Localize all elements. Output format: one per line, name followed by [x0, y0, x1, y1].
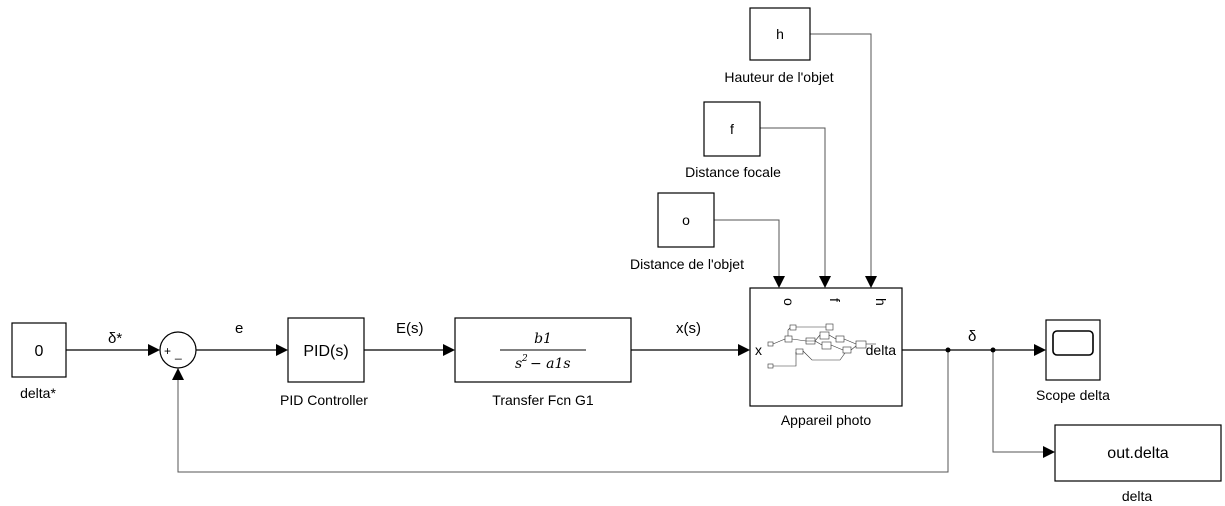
- constant-o-value: o: [682, 212, 690, 228]
- sum-block[interactable]: + _: [159, 331, 197, 369]
- transfer-fcn-label: Transfer Fcn G1: [492, 392, 594, 408]
- arrow-pid-in: [276, 344, 288, 356]
- to-workspace-value: out.delta: [1107, 445, 1168, 462]
- scope-label: Scope delta: [1036, 387, 1110, 403]
- arrow-camera-in: [738, 344, 750, 356]
- signal-label-e: e: [235, 320, 243, 337]
- branch-point-feedback: [945, 347, 951, 353]
- sum-minus-sign: _: [174, 346, 182, 360]
- constant-h-label: Hauteur de l'objet: [724, 69, 833, 85]
- transfer-fcn-numerator: b1: [534, 331, 552, 347]
- transfer-fcn-denominator-s: s: [515, 356, 522, 372]
- subsystem-port-h: h: [873, 298, 889, 306]
- subsystem-port-x: x: [755, 342, 762, 358]
- constant-delta-star-block[interactable]: 0: [11, 322, 67, 378]
- wire-h-camera: [810, 33, 872, 276]
- scope-screen-icon: [1052, 330, 1094, 356]
- pid-controller-block[interactable]: PID(s): [287, 317, 365, 383]
- scope-block[interactable]: [1045, 319, 1101, 381]
- pid-controller-text: PID(s): [303, 343, 348, 360]
- constant-delta-star-value: 0: [35, 343, 44, 360]
- transfer-fcn-denominator-exp: 2: [521, 354, 528, 364]
- arrow-workspace-in: [1043, 446, 1055, 458]
- appareil-photo-label: Appareil photo: [781, 412, 872, 428]
- constant-h-block[interactable]: h: [749, 7, 811, 61]
- to-workspace-label: delta: [1122, 488, 1153, 504]
- wire-o-camera: [714, 219, 780, 276]
- subsystem-port-f: f: [827, 298, 843, 302]
- transfer-fcn-block[interactable]: b1 s 2 − a1s: [454, 317, 632, 383]
- arrow-tf-in: [443, 344, 455, 356]
- arrow-camera-f: [819, 276, 831, 288]
- wire-branch-workspace: [992, 350, 1043, 453]
- transfer-fcn-denominator-rest: − a1s: [530, 356, 571, 372]
- constant-o-block[interactable]: o: [657, 192, 715, 248]
- arrow-scope-in: [1034, 344, 1046, 356]
- signal-label-E: E(s): [396, 320, 424, 337]
- wires: [66, 33, 1055, 473]
- branch-point-workspace: [990, 347, 996, 353]
- pid-controller-label: PID Controller: [280, 392, 368, 408]
- sum-plus-sign: +: [164, 344, 171, 358]
- arrow-camera-o: [773, 276, 785, 288]
- subsystem-preview-icon: [767, 323, 876, 369]
- wire-f-camera: [760, 127, 826, 276]
- constant-f-block[interactable]: f: [703, 101, 761, 157]
- appareil-photo-subsystem[interactable]: x delta o f h: [749, 287, 903, 407]
- signal-label-x: x(s): [676, 320, 701, 337]
- arrow-sum-feedback: [172, 368, 184, 380]
- to-workspace-block[interactable]: out.delta: [1054, 424, 1222, 482]
- wire-feedback: [177, 350, 949, 473]
- signal-label-delta-star: δ*: [108, 330, 122, 347]
- subsystem-port-delta: delta: [866, 342, 897, 358]
- subsystem-port-o: o: [781, 298, 797, 306]
- constant-f-value: f: [730, 121, 734, 137]
- constant-delta-star-label: delta*: [20, 385, 56, 401]
- constant-f-label: Distance focale: [685, 164, 781, 180]
- constant-h-value: h: [776, 26, 784, 42]
- arrow-sum-in: [148, 344, 160, 356]
- signal-label-delta: δ: [968, 328, 976, 345]
- arrow-camera-h: [865, 276, 877, 288]
- constant-o-label: Distance de l'objet: [630, 256, 744, 272]
